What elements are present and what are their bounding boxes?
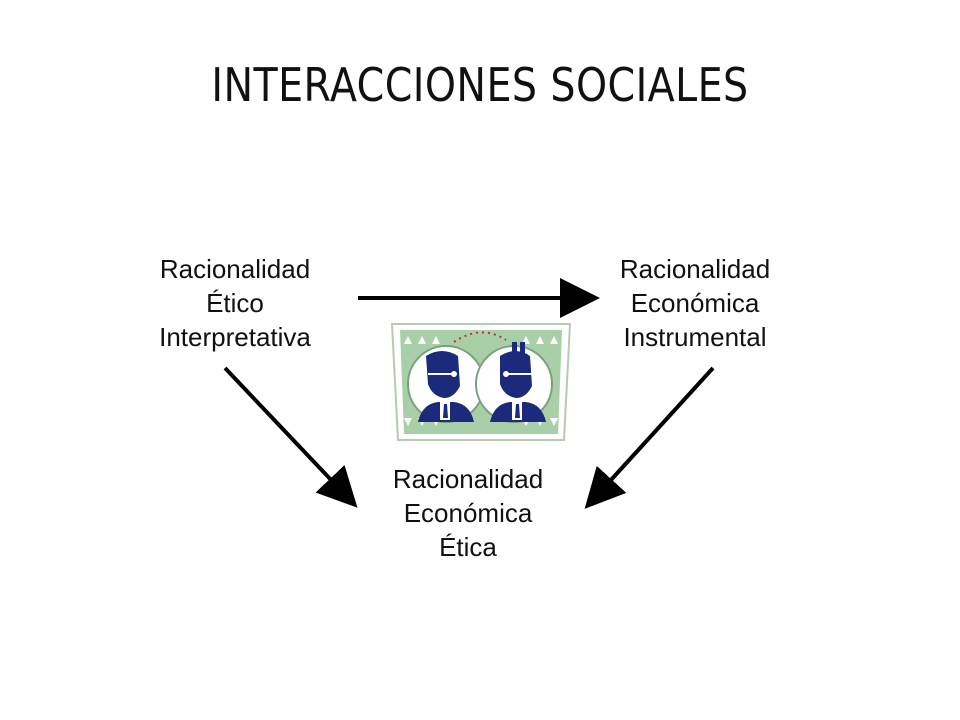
arrow-right-to-bottom — [584, 366, 715, 509]
node-left-line3: Interpretativa — [159, 322, 311, 352]
node-economica-etica: Racionalidad Económica Ética — [362, 462, 574, 564]
node-right-line1: Racionalidad — [619, 254, 771, 284]
node-bottom-line3: Ética — [439, 532, 497, 562]
node-economica-instrumental: Racionalidad Económica Instrumental — [590, 252, 800, 354]
node-right-line2: Económica — [630, 288, 760, 318]
two-businessmen-thinking-icon — [390, 323, 572, 441]
node-bottom-line1: Racionalidad — [392, 464, 544, 494]
node-left-line1: Racionalidad — [159, 254, 311, 284]
node-left-line2: Ético — [206, 288, 264, 318]
node-etico-interpretativa: Racionalidad Ético Interpretativa — [130, 252, 340, 354]
node-right-line3: Instrumental — [623, 322, 767, 352]
node-bottom-line2: Económica — [403, 498, 533, 528]
slide-title: INTERACCIONES SOCIALES — [211, 58, 749, 112]
arrow-left-to-bottom — [223, 366, 358, 508]
